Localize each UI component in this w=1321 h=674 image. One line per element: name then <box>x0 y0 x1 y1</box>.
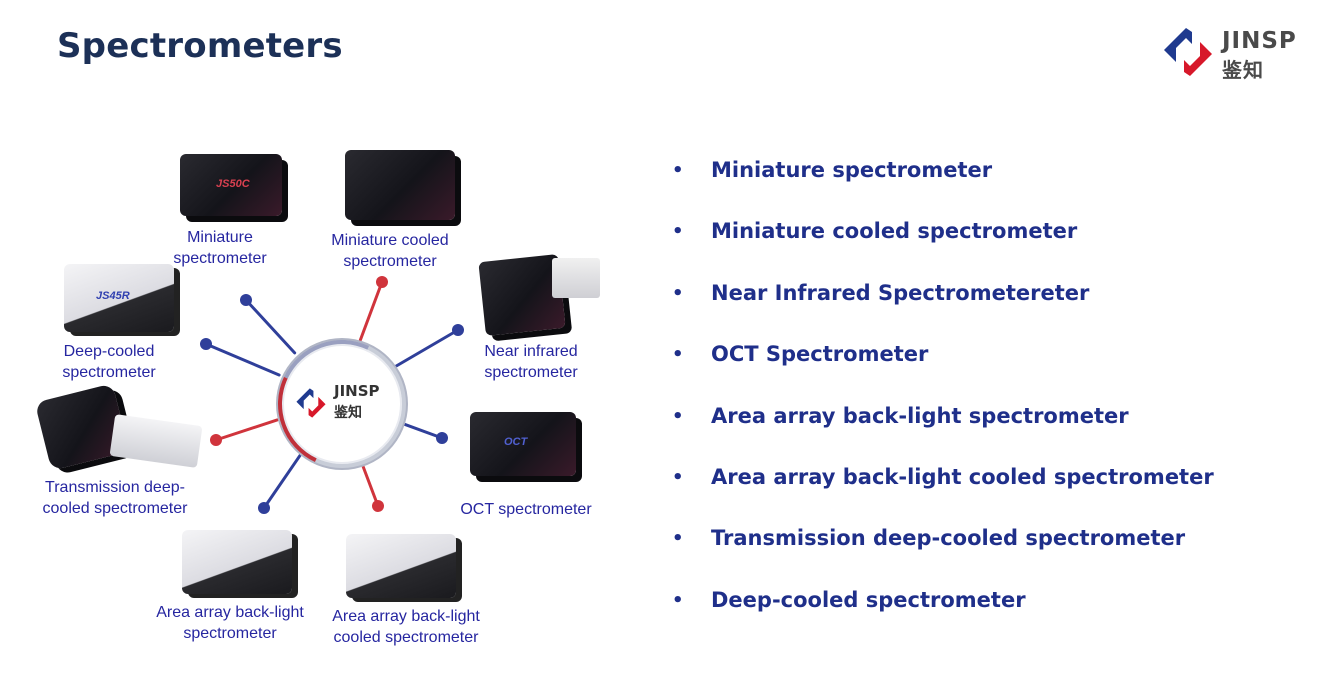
spoke-line <box>244 298 297 355</box>
spoke-knob <box>436 432 448 444</box>
spoke-line <box>358 280 384 342</box>
caption-line: spectrometer <box>484 364 578 381</box>
device-image-near-infrared-port <box>552 258 600 298</box>
bullet-text: Transmission deep-cooled spectrometer <box>711 526 1186 551</box>
caption-near-infrared: Near infrared spectrometer <box>466 341 596 383</box>
spokes <box>200 276 464 514</box>
caption-line: Miniature cooled <box>331 232 449 249</box>
caption-line: OCT spectrometer <box>460 501 592 518</box>
bullet-icon: • <box>672 221 684 243</box>
caption-line: spectrometer <box>173 250 267 267</box>
bullet-text: Miniature spectrometer <box>711 158 993 182</box>
caption-line: Area array back-light <box>332 608 480 625</box>
spoke-knob <box>200 338 212 350</box>
bullet-icon: • <box>672 344 684 366</box>
bullet-icon: • <box>672 528 684 550</box>
hub-circle: JINSP 鉴知 <box>259 321 425 487</box>
caption-area-array: Area array back-light spectrometer <box>150 602 310 644</box>
caption-deep-cooled: Deep-cooled spectrometer <box>44 341 174 383</box>
caption-line: spectrometer <box>62 364 156 381</box>
bullet-text: Deep-cooled spectrometer <box>711 587 1026 612</box>
caption-line: Near infrared <box>484 343 578 360</box>
caption-transmission: Transmission deep- cooled spectrometer <box>30 477 200 519</box>
device-image-miniature: JS50C <box>180 154 282 216</box>
jinsp-logo: JINSP 鉴知 <box>1160 24 1310 84</box>
device-model-label: JS50C <box>216 178 250 190</box>
bullet-icon: • <box>672 160 684 181</box>
caption-line: cooled spectrometer <box>42 500 188 517</box>
bullet-item: • Miniature spectrometer <box>672 158 1214 219</box>
logo-brand: JINSP <box>1222 28 1297 54</box>
caption-miniature: Miniature spectrometer <box>160 227 280 269</box>
bullet-item: • Near Infrared Spectrometereter <box>672 281 1214 342</box>
caption-line: Deep-cooled <box>63 343 155 360</box>
caption-line: Transmission deep- <box>45 479 185 496</box>
jinsp-logo-icon <box>1164 28 1212 76</box>
device-image-deep-cooled: JS45R <box>64 264 174 332</box>
device-model-label: JS45R <box>96 290 130 302</box>
caption-line: spectrometer <box>183 625 277 642</box>
hub-logo: JINSP 鉴知 <box>294 382 390 426</box>
spoke-line <box>359 458 380 508</box>
spoke-line <box>391 328 460 370</box>
bullet-list: • Miniature spectrometer • Miniature cooled… <box>672 158 1214 649</box>
caption-miniature-cooled: Miniature cooled spectrometer <box>320 230 460 272</box>
caption-line: Area array back-light <box>156 604 304 621</box>
caption-oct: OCT spectrometer <box>446 499 606 520</box>
bullet-item: • Miniature cooled spectrometer <box>672 219 1214 280</box>
bullet-icon: • <box>672 466 684 488</box>
hub-logo-icon <box>296 388 326 418</box>
spoke-line <box>204 342 281 377</box>
slide-title: Spectrometers <box>57 26 343 66</box>
bullet-text: Area array back-light spectrometer <box>711 403 1129 428</box>
spoke-knob <box>376 276 388 288</box>
bullet-item: • Transmission deep-cooled spectrometer <box>672 526 1214 587</box>
logo-brand-cn: 鉴知 <box>1222 58 1264 82</box>
caption-line: cooled spectrometer <box>333 629 479 646</box>
bullet-text: Near Infrared Spectrometereter <box>711 280 1090 305</box>
bullet-item: • Area array back-light spectrometer <box>672 404 1214 465</box>
bullet-item: • OCT Spectrometer <box>672 342 1214 403</box>
bullet-icon: • <box>672 589 684 611</box>
spoke-line <box>214 418 279 442</box>
bullet-text: Area array back-light cooled spectromete… <box>711 464 1214 489</box>
caption-line: spectrometer <box>343 253 437 270</box>
product-diagram: JINSP 鉴知 JS50C Miniature spectrometer Mi… <box>20 140 620 660</box>
spoke-line <box>262 451 304 510</box>
spoke-knob <box>452 324 464 336</box>
device-image-oct: OCT <box>470 412 576 476</box>
device-image-miniature-cooled <box>345 150 455 220</box>
hub-brand: JINSP <box>334 382 380 400</box>
device-model-label: OCT <box>504 436 528 448</box>
bullet-icon: • <box>672 405 684 427</box>
spoke-knob <box>240 294 252 306</box>
device-image-area-array <box>182 530 292 594</box>
spoke-line <box>396 420 444 440</box>
spoke-knob <box>258 502 270 514</box>
bullet-text: Miniature cooled spectrometer <box>711 219 1078 244</box>
spoke-knob <box>372 500 384 512</box>
bullet-item: • Deep-cooled spectrometer <box>672 588 1214 649</box>
spoke-knob <box>210 434 222 446</box>
bullet-icon: • <box>672 282 684 304</box>
hub-brand-cn: 鉴知 <box>334 405 362 421</box>
caption-area-array-cooled: Area array back-light cooled spectromete… <box>326 606 486 648</box>
bullet-item: • Area array back-light cooled spectromet… <box>672 465 1214 526</box>
device-image-area-array-cooled <box>346 534 456 598</box>
bullet-text: OCT Spectrometer <box>711 342 929 367</box>
caption-line: Miniature <box>187 229 253 246</box>
